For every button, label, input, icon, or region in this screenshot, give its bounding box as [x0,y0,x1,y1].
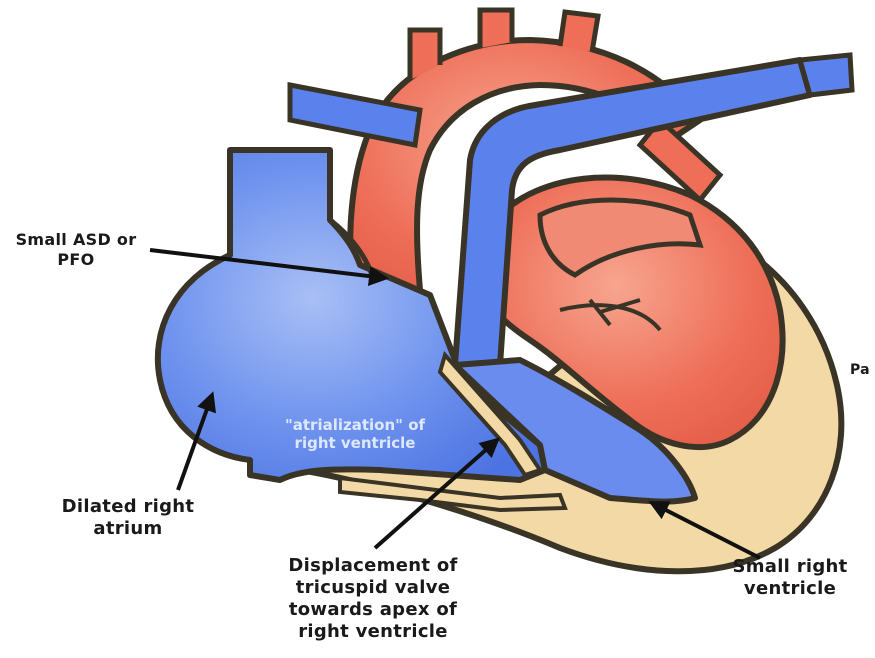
label-edge-fragment: Pa [850,362,875,379]
label-small-asd-pfo: Small ASD or PFO [6,230,146,269]
label-dilated-right-atrium: Dilated right atrium [18,496,238,540]
aortic-branch-2 [480,10,512,48]
aortic-branch-3 [560,12,598,52]
pulmonary-branch-right-tip [800,55,852,95]
label-atrialization: "atrialization" of right ventricle [235,416,475,452]
label-small-right-ventricle: Small right ventricle [690,556,875,600]
label-tricuspid-displacement: Displacement of tricuspid valve towards … [228,555,518,643]
